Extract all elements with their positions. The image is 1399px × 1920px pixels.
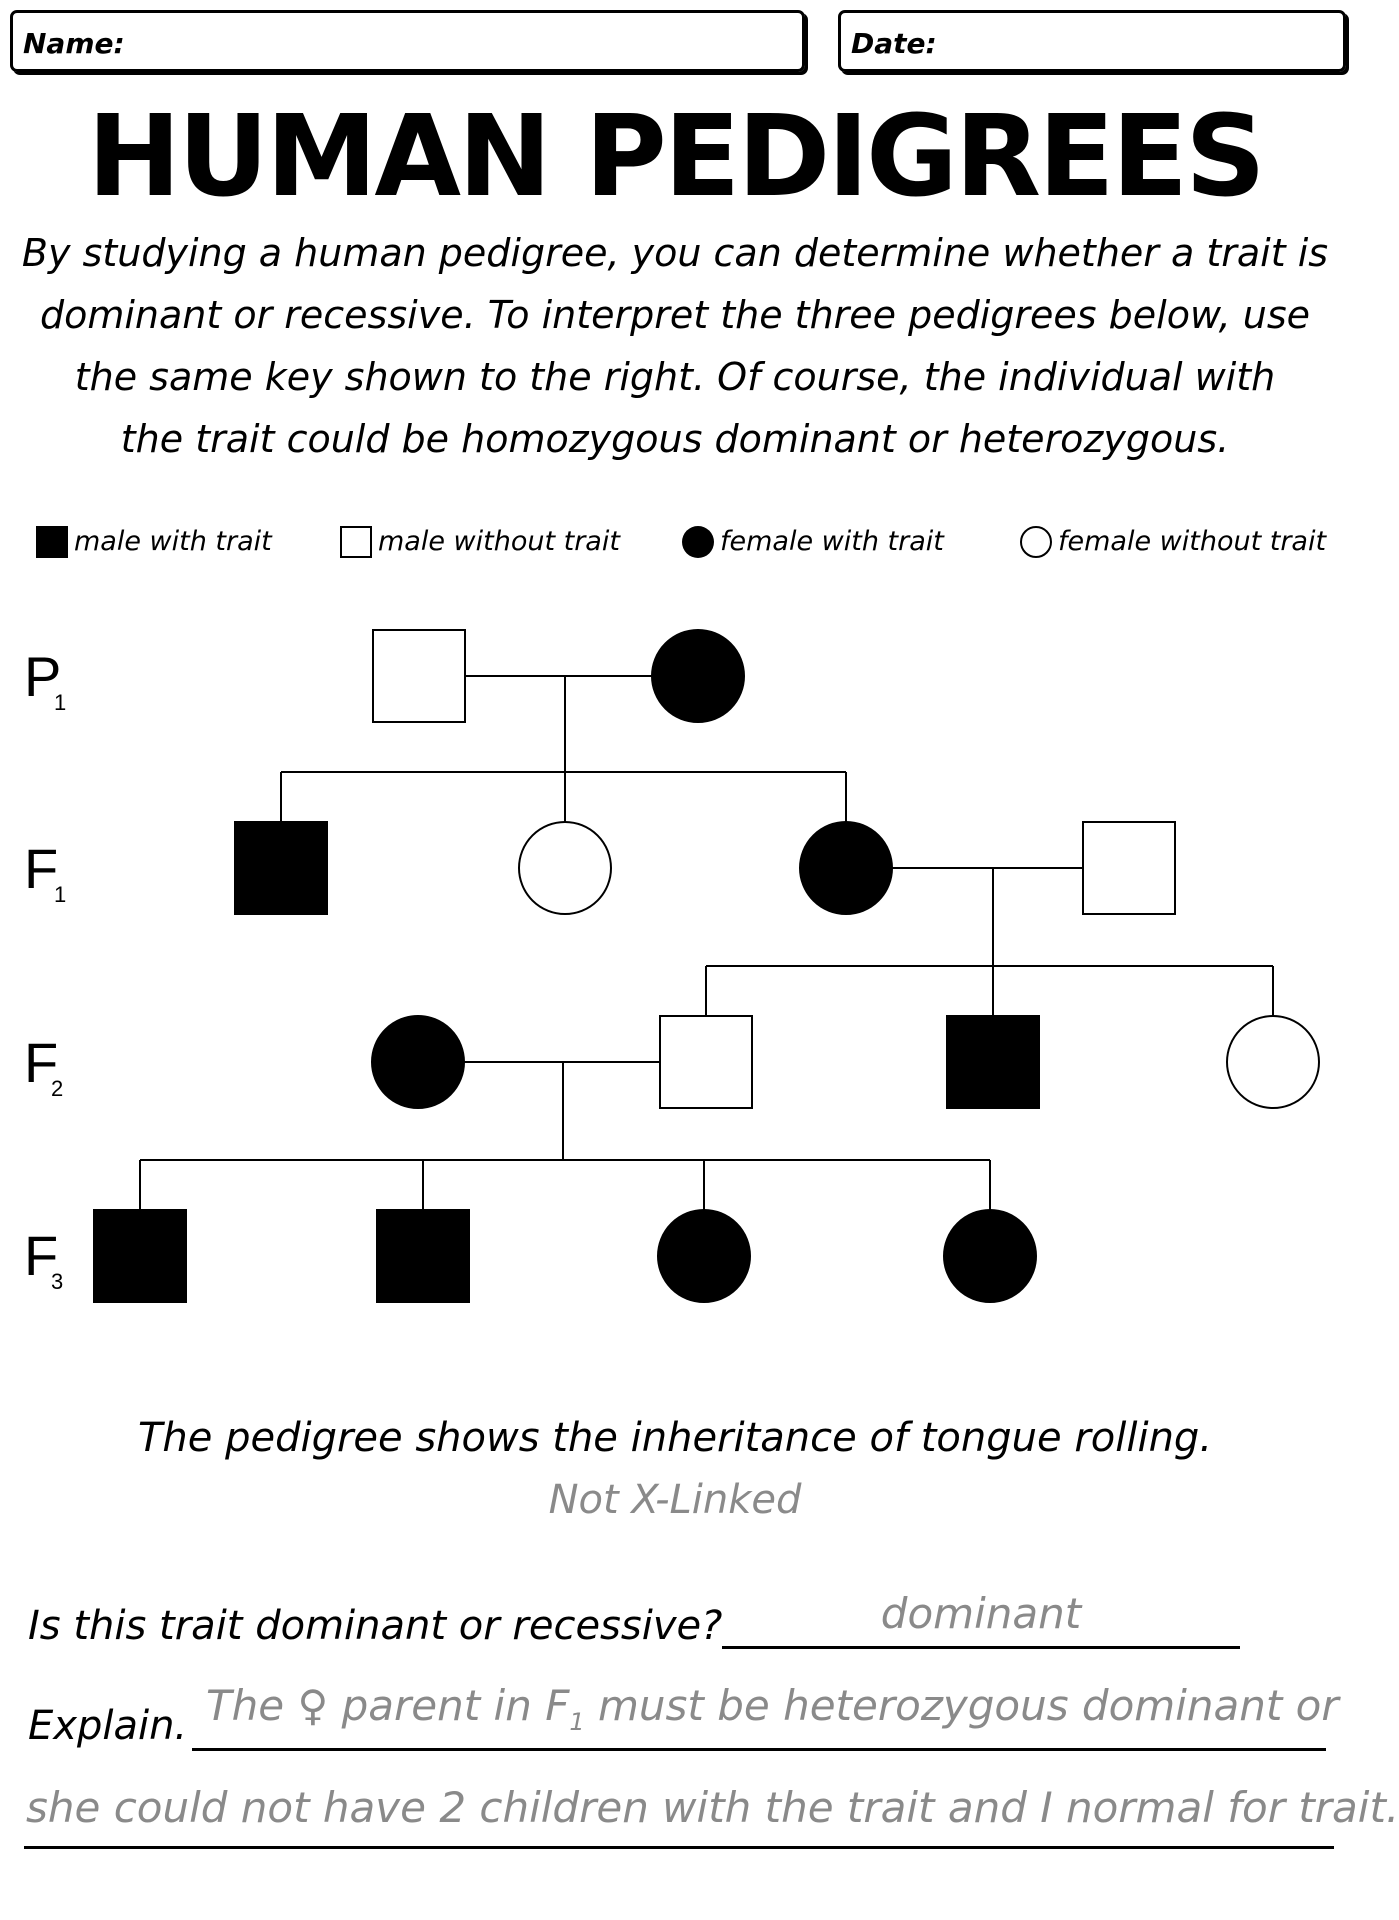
generation-label-p1-number: 1	[54, 690, 66, 715]
filled-square-icon	[36, 526, 68, 558]
f1-spouse	[1082, 821, 1176, 915]
explain-label: Explain.	[28, 1703, 188, 1749]
question-label: Is this trait dominant or recessive?	[28, 1603, 723, 1649]
f3-son-2	[376, 1209, 470, 1303]
pedigree-lines	[139, 675, 1274, 1210]
intro-line: dominant or recessive. To interpret the …	[39, 293, 1311, 337]
caption-answer: Not X-Linked	[548, 1477, 802, 1523]
f1-daughter-2	[799, 821, 893, 915]
generation-label-p1-letter: P	[24, 645, 61, 708]
generation-label-f2-number: 2	[51, 1076, 63, 1101]
intro-line: the trait could be homozygous dominant o…	[120, 417, 1230, 461]
intro-line: the same key shown to the right. Of cour…	[74, 355, 1276, 399]
f2-spouse	[371, 1015, 465, 1109]
f1-daughter-1	[518, 821, 612, 915]
generation-label-f1-letter: F	[24, 837, 58, 900]
intro-paragraph: By studying a human pedigree, you can de…	[20, 222, 1330, 470]
answer-text: dominant	[880, 1589, 1082, 1638]
f1-son	[234, 821, 328, 915]
p1-mother	[651, 629, 745, 723]
pedigree-caption: The pedigree shows the inheritance of to…	[137, 1415, 1213, 1461]
p1-father	[372, 629, 466, 723]
explain-line[interactable]	[192, 1748, 1326, 1751]
intro-line: By studying a human pedigree, you can de…	[21, 231, 1329, 275]
f2-daughter	[1226, 1015, 1320, 1109]
generation-label-f1-number: 1	[54, 882, 66, 907]
page-title: HUMAN PEDIGREES	[87, 92, 1266, 222]
generation-label-f2-letter: F	[24, 1031, 58, 1094]
f2-son-2	[946, 1015, 1040, 1109]
explain-text: parent in F	[341, 1681, 570, 1730]
female-symbol-icon: ♀	[297, 1681, 329, 1730]
filled-circle-icon	[682, 526, 714, 558]
pedigree-chart: P 1 F 1 F 2 F 3	[24, 629, 1320, 1303]
f3-daughter-2	[943, 1209, 1037, 1303]
explain-answer-line1: The ♀ parent in F1 must be heterozygous …	[206, 1678, 1339, 1750]
explain-text: must be heterozygous dominant or	[598, 1681, 1339, 1730]
generation-label-f3-letter: F	[24, 1224, 58, 1287]
key-label: female with trait	[720, 526, 944, 557]
f2-son-1	[659, 1015, 753, 1109]
name-field[interactable]: Name:	[10, 10, 805, 72]
answer-line[interactable]	[722, 1646, 1240, 1649]
explain-subscript: 1	[569, 1708, 585, 1736]
explain-answer-line2: she could not have 2 children with the t…	[26, 1783, 1399, 1832]
explain-text: The	[206, 1681, 285, 1730]
open-circle-icon	[1020, 526, 1052, 558]
explain-line[interactable]	[24, 1846, 1334, 1849]
date-field[interactable]: Date:	[838, 10, 1346, 72]
date-label: Date:	[851, 27, 937, 60]
open-square-icon	[340, 526, 372, 558]
key-label: female without trait	[1058, 526, 1327, 557]
key-label: male with trait	[74, 526, 272, 557]
name-label: Name:	[23, 27, 125, 60]
f3-daughter-1	[657, 1209, 751, 1303]
generation-label-f3-number: 3	[51, 1269, 63, 1294]
key-label: male without trait	[378, 526, 620, 557]
f3-son-1	[93, 1209, 187, 1303]
